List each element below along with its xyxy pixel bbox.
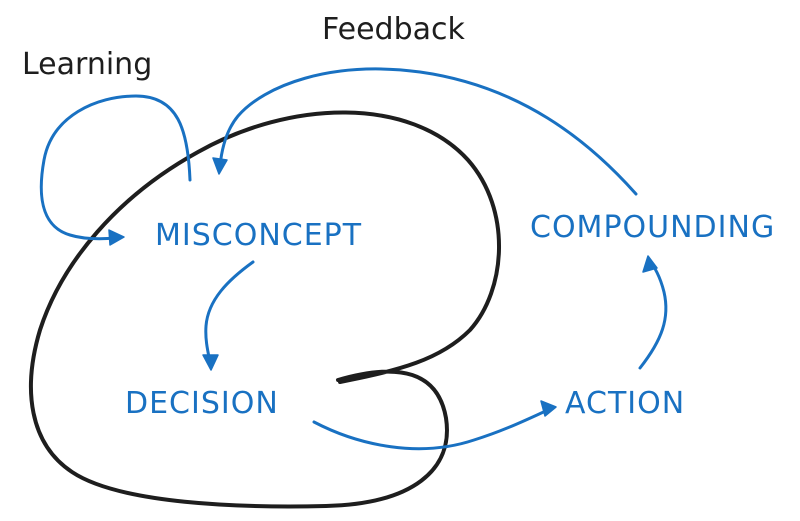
action-to-compounding-arrowhead (642, 255, 658, 273)
learning-loop-arrow (39, 94, 192, 241)
misconception-boundary-shape (29, 110, 501, 509)
decision-to-action-arrow (312, 408, 550, 451)
learning-label: Learning (22, 47, 152, 82)
decision-node: DECISION (125, 386, 279, 421)
learning-arrowhead (108, 229, 125, 246)
feedback-arrow (218, 67, 638, 196)
misconcept-to-decision-arrowhead (202, 354, 219, 371)
action-node: ACTION (565, 386, 685, 421)
misconcept-to-decision-arrow (204, 260, 255, 364)
compounding-node: COMPOUNDING (530, 210, 775, 245)
misconcept-node: MISCONCEPT (155, 218, 362, 253)
decision-to-action-arrowhead (540, 400, 557, 417)
action-to-compounding-arrow (638, 260, 668, 370)
feedback-label: Feedback (322, 12, 465, 47)
feedback-arrowhead (212, 157, 228, 175)
